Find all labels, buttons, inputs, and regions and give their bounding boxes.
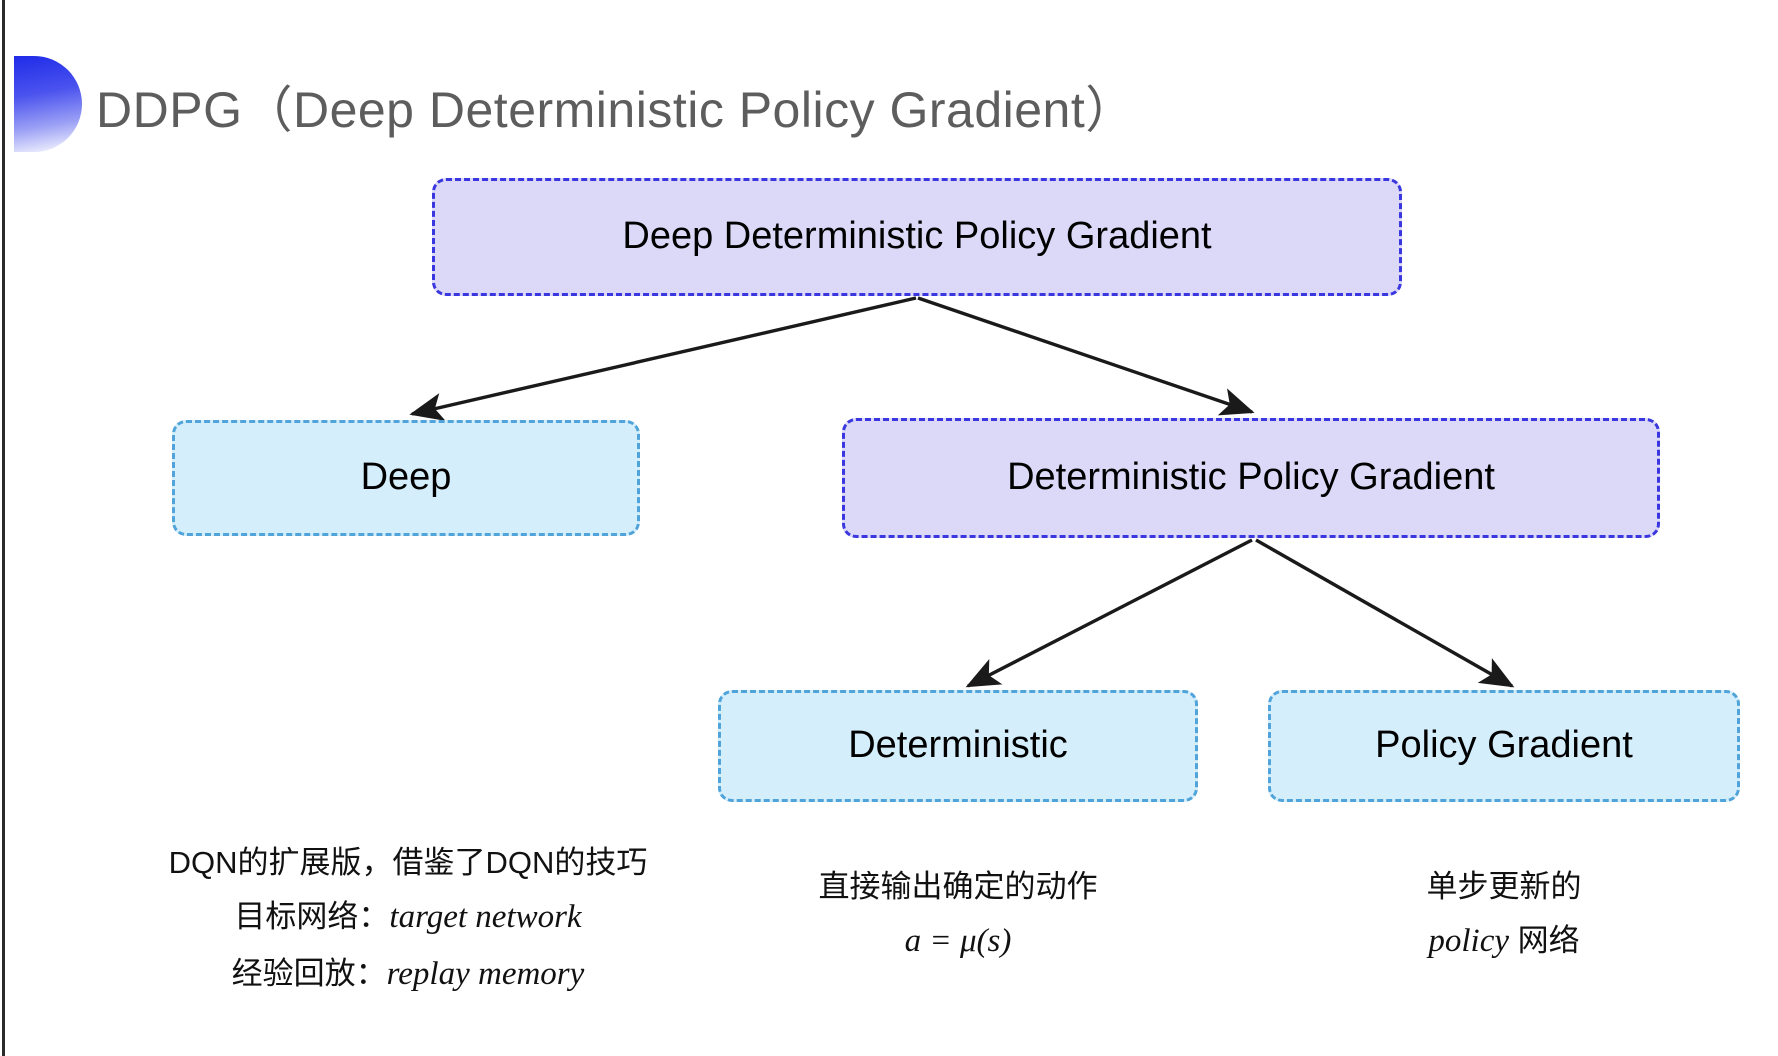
annotation-policy-gradient-suffix: 网络 <box>1509 923 1580 959</box>
node-deep-deterministic-policy-gradient[interactable]: Deep Deterministic Policy Gradient <box>432 178 1402 296</box>
annotation-deep-line2: 目标网络：target network <box>148 889 668 946</box>
annotation-deep-line3: 经验回放：replay memory <box>148 946 668 1003</box>
node-label: Policy Gradient <box>1375 724 1633 767</box>
node-deterministic-policy-gradient[interactable]: Deterministic Policy Gradient <box>842 418 1660 538</box>
edge-root-to-dpg <box>917 296 1255 416</box>
node-policy-gradient[interactable]: Policy Gradient <box>1268 690 1740 802</box>
edge-dpg-to-policy-gradient <box>1255 538 1515 688</box>
node-label: Deterministic Policy Gradient <box>1007 456 1495 499</box>
node-deep[interactable]: Deep <box>172 420 640 536</box>
annotation-deep-line3-label: 经验回放： <box>231 956 387 992</box>
page-title: DDPG（Deep Deterministic Policy Gradient） <box>96 82 1136 138</box>
annotation-policy-gradient-line2: policy 网络 <box>1268 913 1740 970</box>
node-label: Deep Deterministic Policy Gradient <box>622 215 1212 258</box>
slide-left-edge-rule <box>2 0 5 1056</box>
annotation-deep-line2-label: 目标网络： <box>234 899 390 935</box>
edge-dpg-to-deterministic <box>965 538 1253 688</box>
annotation-policy-gradient-term: policy <box>1428 923 1509 960</box>
node-label: Deep <box>360 456 452 499</box>
edge-root-to-deep <box>409 296 917 421</box>
annotation-policy-gradient-line1: 单步更新的 <box>1426 869 1582 904</box>
annotation-policy-gradient: 单步更新的 policy 网络 <box>1268 860 1740 970</box>
annotation-deterministic-formula: a = μ(s) <box>904 923 1012 960</box>
annotation-deterministic: 直接输出确定的动作 a = μ(s) <box>718 860 1198 970</box>
annotation-deep-line2-term: target network <box>389 899 582 936</box>
annotation-deep-line1: DQN的扩展版，借鉴了DQN的技巧 <box>168 845 648 880</box>
annotation-deep-line3-term: replay memory <box>386 956 585 993</box>
annotation-deep: DQN的扩展版，借鉴了DQN的技巧 目标网络：target network 经验… <box>148 836 668 1003</box>
node-deterministic[interactable]: Deterministic <box>718 690 1198 802</box>
node-label: Deterministic <box>848 724 1068 767</box>
annotation-deterministic-line1: 直接输出确定的动作 <box>818 869 1098 904</box>
